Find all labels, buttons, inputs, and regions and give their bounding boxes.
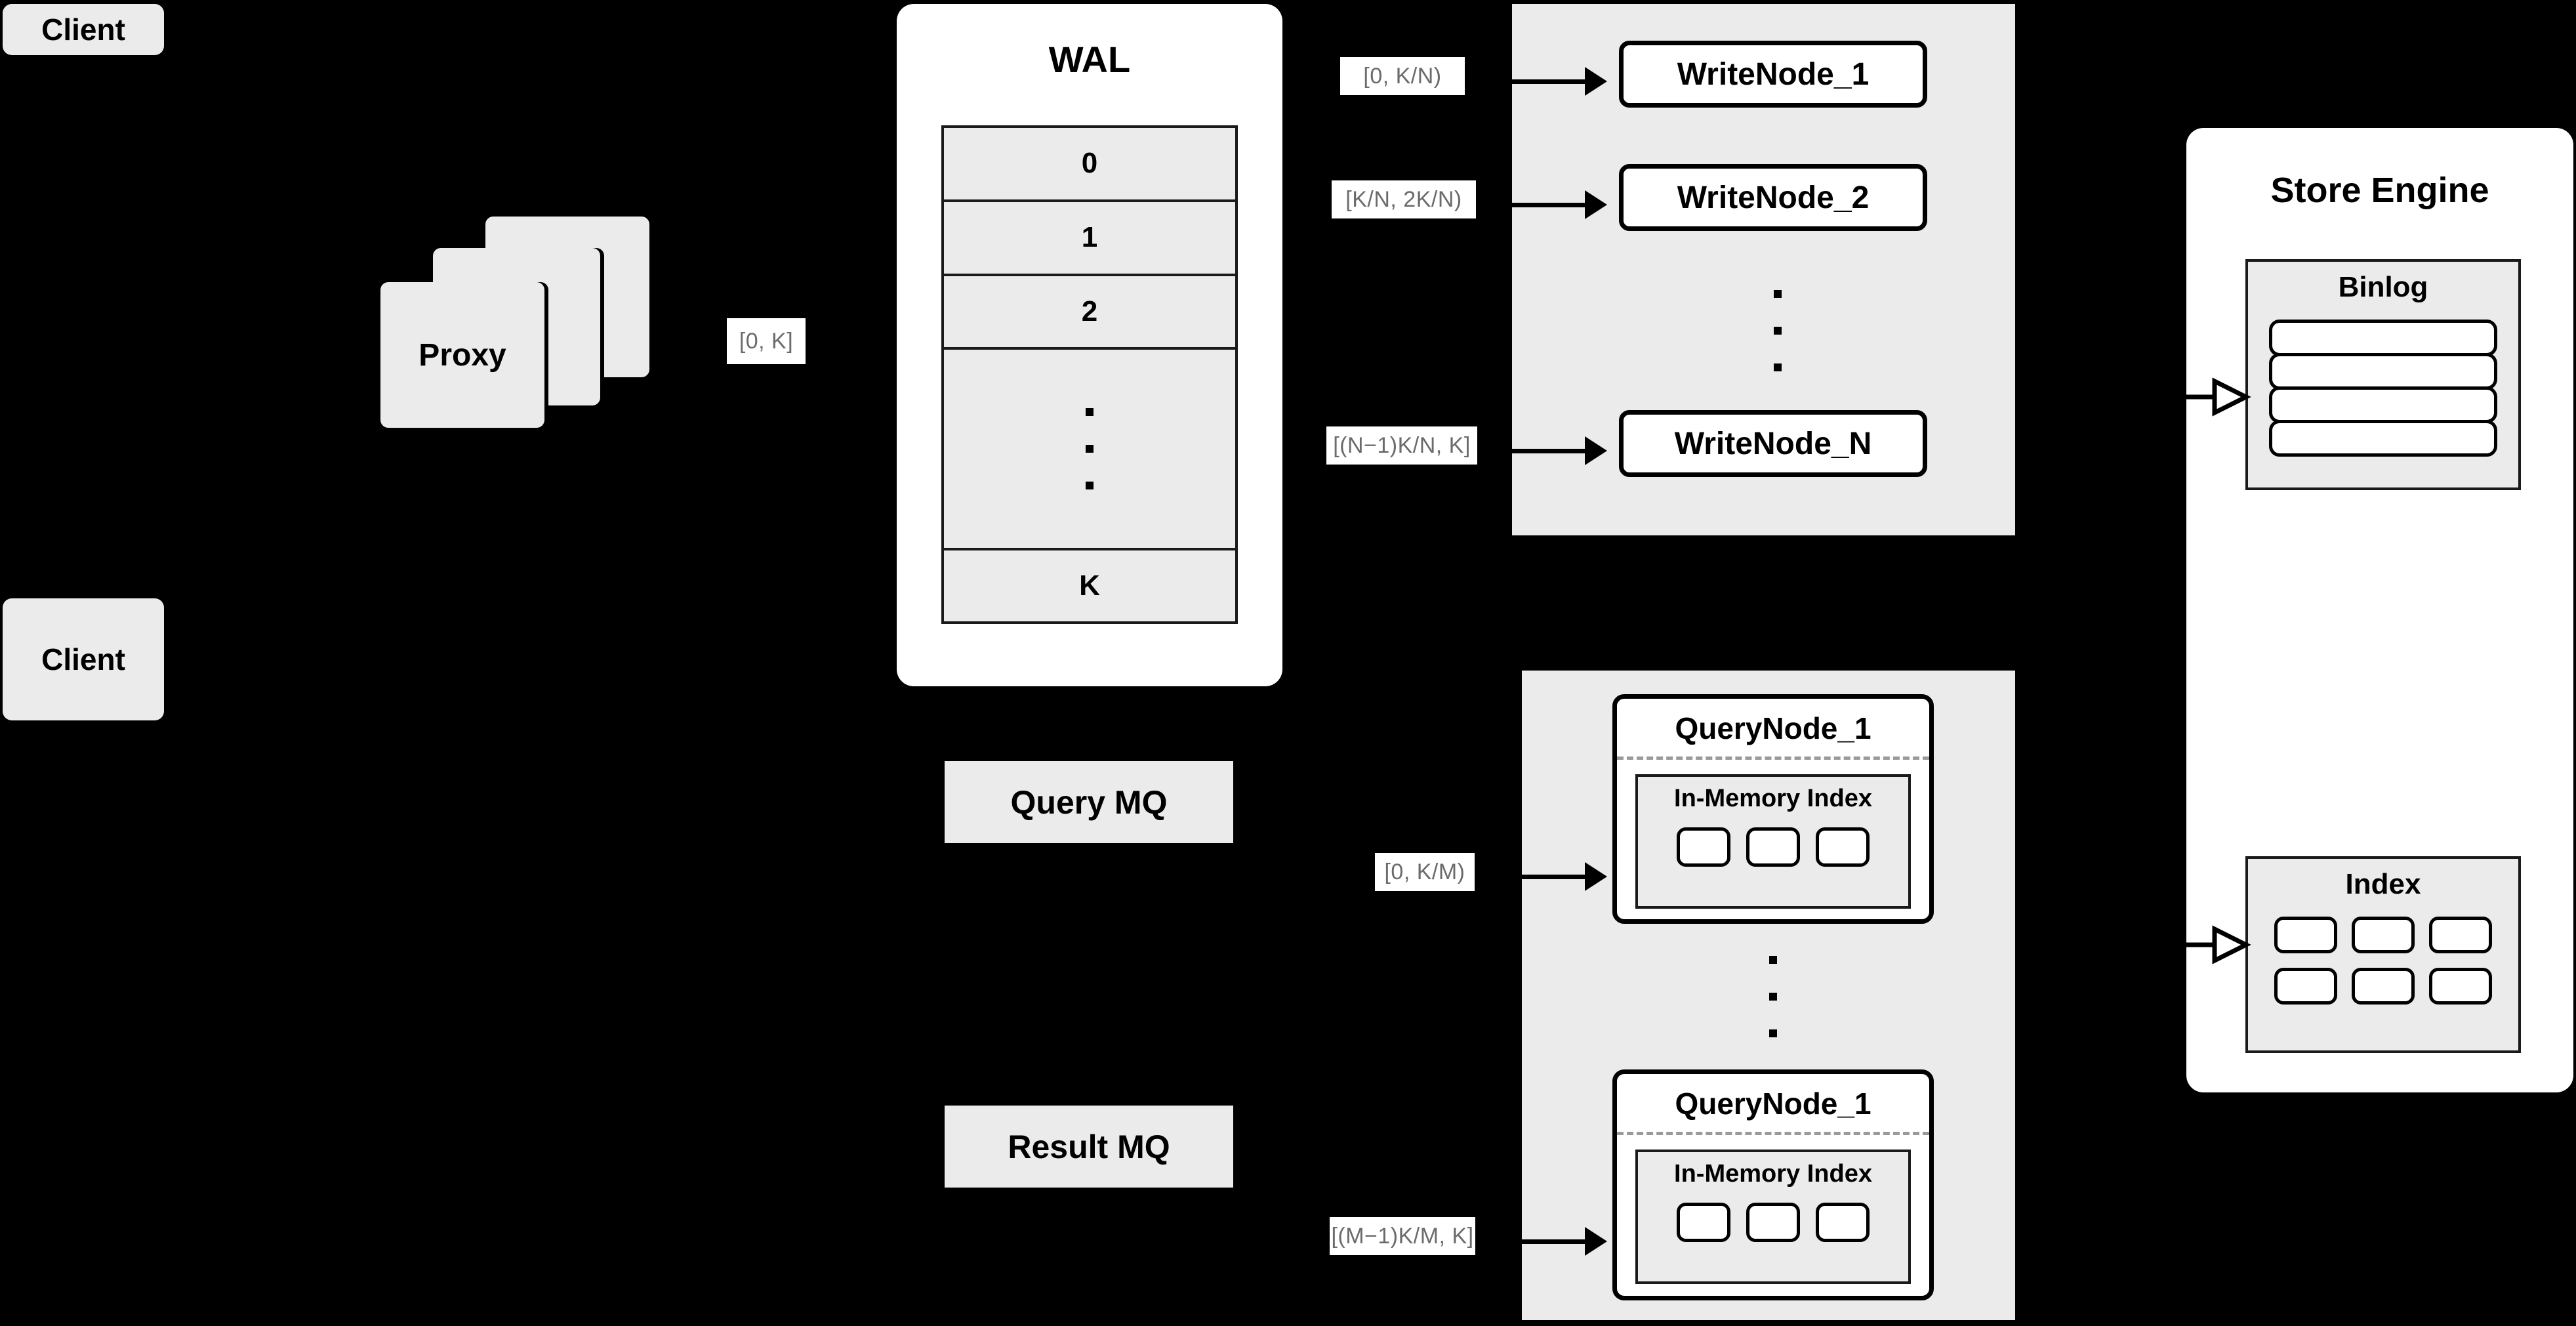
client-box-2[interactable]: Client: [3, 598, 164, 720]
arrow-to-write-node-n: [1479, 435, 1607, 466]
range-text: [(M−1)K/M, K]: [1331, 1223, 1474, 1249]
query-node-separator: [1617, 756, 1929, 760]
write-node-1[interactable]: WriteNode_1: [1619, 41, 1927, 108]
query-node-label: QueryNode_1: [1675, 711, 1871, 745]
memory-index-cell[interactable]: [1816, 827, 1870, 867]
in-memory-index-title: In-Memory Index: [1674, 785, 1872, 812]
index-cell[interactable]: [2274, 968, 2337, 1005]
range-text: [(N−1)K/N, K]: [1333, 432, 1471, 458]
memory-index-cell[interactable]: [1746, 827, 1800, 867]
wal-title: WAL: [1048, 39, 1131, 80]
wal-entry-value: 2: [1081, 295, 1098, 327]
wal-panel: WAL 0 1 2 K: [897, 4, 1282, 686]
wal-entry-row[interactable]: 2: [944, 276, 1235, 350]
binlog-row[interactable]: [2269, 353, 2497, 390]
arrow-to-index: [2184, 925, 2251, 964]
binlog-row[interactable]: [2269, 386, 2497, 423]
range-text: [0, K/N): [1363, 63, 1442, 89]
binlog-title: Binlog: [2338, 271, 2428, 303]
range-text: [0, K]: [739, 328, 794, 354]
in-memory-index-panel: In-Memory Index: [1635, 1150, 1911, 1284]
arrow-to-write-node-2: [1479, 189, 1607, 220]
result-mq-label: Result MQ: [1008, 1128, 1170, 1165]
write-node-2-range-label: [K/N, 2K/N): [1332, 180, 1476, 218]
query-node-1-range-label: [0, K/M): [1375, 853, 1475, 891]
query-mq-label: Query MQ: [1010, 783, 1168, 821]
wal-entry-ellipsis: [944, 350, 1235, 551]
query-node-1[interactable]: QueryNode_1 In-Memory Index: [1612, 694, 1934, 924]
memory-index-cell[interactable]: [1746, 1203, 1800, 1242]
proxy-label: Proxy: [419, 337, 506, 373]
wal-entry-value: K: [1079, 570, 1100, 602]
store-engine-title: Store Engine: [2270, 171, 2489, 210]
index-title: Index: [2345, 868, 2421, 900]
wal-entry-row[interactable]: 0: [944, 128, 1235, 202]
proxy-card-front: Proxy: [380, 282, 544, 428]
query-node-label: QueryNode_1: [1675, 1087, 1871, 1121]
index-cell[interactable]: [2352, 968, 2415, 1005]
index-cell[interactable]: [2352, 917, 2415, 953]
client-label: Client: [41, 642, 125, 676]
in-memory-index-panel: In-Memory Index: [1635, 774, 1911, 909]
write-node-label: WriteNode_N: [1674, 426, 1872, 461]
index-cell[interactable]: [2429, 968, 2492, 1005]
memory-index-cell[interactable]: [1816, 1203, 1870, 1242]
arrow-to-query-node-2: [1479, 1226, 1607, 1257]
arrow-to-query-node-1: [1479, 861, 1607, 892]
wal-entry-row[interactable]: K: [944, 550, 1235, 621]
vertical-ellipsis-icon: [1086, 394, 1094, 504]
query-cluster-ellipsis-icon: [1760, 942, 1786, 1052]
wal-entry-row[interactable]: 1: [944, 201, 1235, 276]
query-node-2-range-label: [(M−1)K/M, K]: [1330, 1217, 1475, 1255]
client-box-1[interactable]: Client: [3, 4, 164, 55]
wal-entry-value: 0: [1081, 147, 1098, 180]
query-node-separator: [1617, 1132, 1929, 1135]
binlog-row[interactable]: [2269, 320, 2497, 356]
binlog-row[interactable]: [2269, 420, 2497, 457]
index-cell[interactable]: [2429, 917, 2492, 953]
client-label: Client: [41, 12, 125, 47]
result-mq-box[interactable]: Result MQ: [945, 1106, 1233, 1188]
arrow-to-binlog: [2184, 377, 2251, 417]
range-text: [0, K/M): [1384, 859, 1465, 884]
write-node-1-range-label: [0, K/N): [1340, 57, 1465, 95]
write-node-2[interactable]: WriteNode_2: [1619, 164, 1927, 231]
write-node-label: WriteNode_2: [1677, 180, 1870, 215]
memory-index-cell[interactable]: [1677, 827, 1730, 867]
range-text: [K/N, 2K/N): [1345, 186, 1462, 212]
write-node-n[interactable]: WriteNode_N: [1619, 410, 1927, 477]
binlog-panel: Binlog: [2245, 259, 2521, 490]
arrow-to-write-node-1: [1476, 66, 1607, 97]
write-cluster-ellipsis-icon: [1765, 276, 1791, 386]
query-mq-box[interactable]: Query MQ: [945, 761, 1233, 843]
store-engine-panel: Store Engine Binlog Index: [2186, 128, 2573, 1092]
index-panel: Index: [2245, 856, 2521, 1053]
proxy-range-label: [0, K]: [727, 318, 806, 364]
in-memory-index-title: In-Memory Index: [1674, 1160, 1872, 1188]
proxy-stack[interactable]: Proxy: [380, 217, 689, 433]
wal-entry-value: 1: [1081, 221, 1098, 254]
wal-table: 0 1 2 K: [941, 125, 1238, 624]
write-node-n-range-label: [(N−1)K/N, K]: [1326, 426, 1477, 465]
write-node-label: WriteNode_1: [1677, 56, 1870, 92]
query-node-2[interactable]: QueryNode_1 In-Memory Index: [1612, 1069, 1934, 1300]
index-cell[interactable]: [2274, 917, 2337, 953]
memory-index-cell[interactable]: [1677, 1203, 1730, 1242]
